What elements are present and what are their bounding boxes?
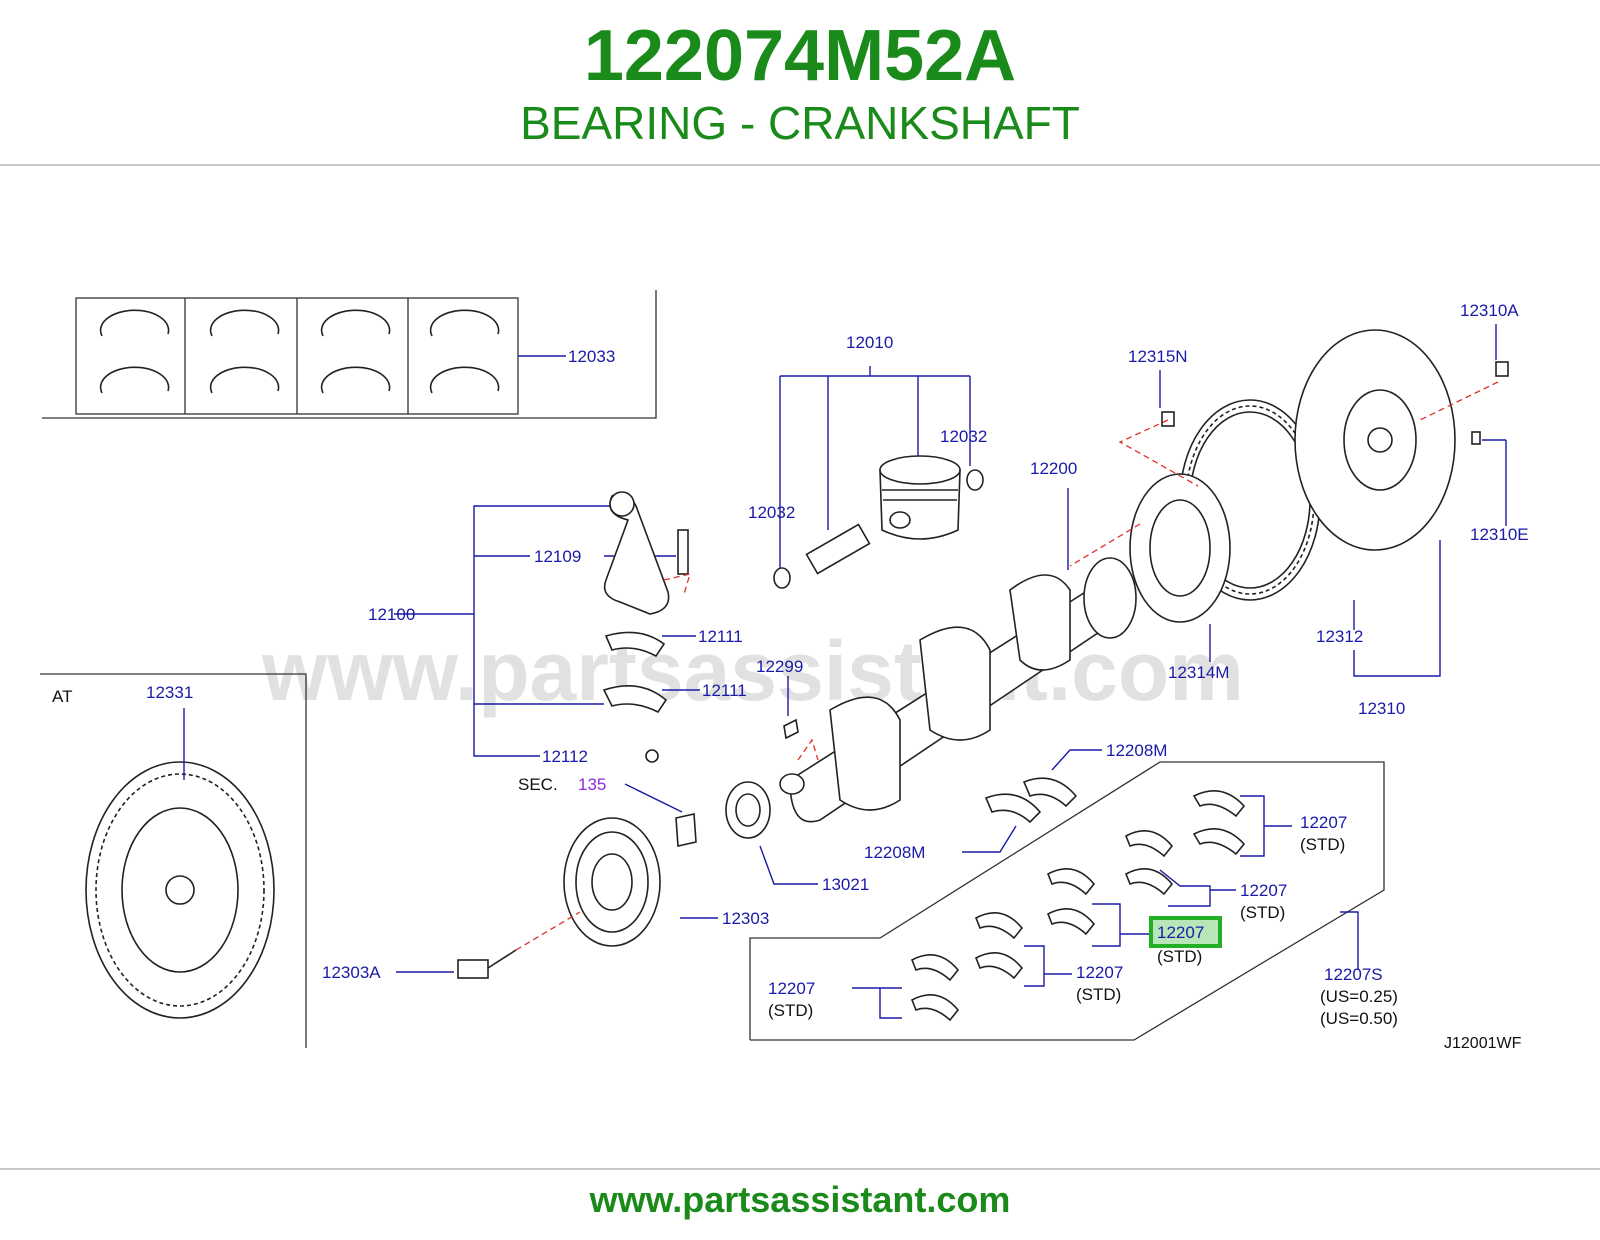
crankshaft — [779, 488, 1137, 823]
callout-12111-lower[interactable]: 12111 — [702, 681, 747, 700]
at-drive-plate — [40, 673, 307, 1048]
callout-12207-fourth[interactable]: 12207 — [1076, 963, 1123, 982]
part-name-subtitle: BEARING - CRANKSHAFT — [520, 97, 1080, 149]
callout-12310A[interactable]: 12310A — [1460, 301, 1519, 320]
pulley-and-sprocket — [396, 781, 818, 979]
connecting-rod-assembly — [394, 491, 700, 763]
callout-12100[interactable]: 12100 — [368, 605, 415, 624]
std-second: (STD) — [1240, 903, 1285, 922]
std-top: (STD) — [1300, 835, 1345, 854]
callout-12207-second[interactable]: 12207 — [1240, 881, 1287, 900]
callout-12032-right[interactable]: 12032 — [940, 427, 987, 446]
callout-12207S[interactable]: 12207S — [1324, 965, 1383, 984]
part-number-title: 122074M52A — [583, 16, 1017, 96]
flywheel-assembly — [1069, 324, 1509, 677]
callout-12111-upper[interactable]: 12111 — [698, 627, 743, 646]
callout-12314M[interactable]: 12314M — [1168, 663, 1229, 682]
callout-12010[interactable]: 12010 — [846, 333, 893, 352]
callout-12112[interactable]: 12112 — [542, 747, 588, 766]
highlighted-part-box — [1149, 916, 1222, 948]
callout-12200[interactable]: 12200 — [1030, 459, 1077, 478]
footer-divider — [0, 1168, 1600, 1170]
sec-135-link[interactable]: 135 — [578, 775, 606, 794]
callout-12303A[interactable]: 12303A — [322, 963, 381, 982]
piston-ring-set — [42, 290, 657, 419]
callout-12310E[interactable]: 12310E — [1470, 525, 1529, 544]
callout-12207-top[interactable]: 12207 — [1300, 813, 1347, 832]
callout-12207-highlighted[interactable]: 12207 — [1157, 923, 1204, 942]
callout-12299[interactable]: 12299 — [756, 657, 803, 676]
piston-assembly — [773, 366, 984, 589]
undersize-050: (US=0.50) — [1320, 1009, 1398, 1028]
callout-12032-left[interactable]: 12032 — [748, 503, 795, 522]
main-bearing-kit — [749, 761, 1385, 1041]
callout-12207-left[interactable]: 12207 — [768, 979, 815, 998]
std-fourth: (STD) — [1076, 985, 1121, 1004]
callout-12312[interactable]: 12312 — [1316, 627, 1363, 646]
callout-12208M-upper[interactable]: 12208M — [1106, 741, 1167, 760]
thrust-washers — [962, 749, 1102, 853]
std-highlighted: (STD) — [1157, 947, 1202, 966]
callout-12315N[interactable]: 12315N — [1128, 347, 1188, 366]
std-left: (STD) — [768, 1001, 813, 1020]
header-divider — [0, 164, 1600, 166]
at-label: AT — [52, 687, 72, 706]
callout-13021[interactable]: 13021 — [822, 875, 869, 894]
callout-12303[interactable]: 12303 — [722, 909, 769, 928]
figure-code: J12001WF — [1444, 1035, 1522, 1052]
undersize-025: (US=0.25) — [1320, 987, 1398, 1006]
sec-label: SEC. — [518, 775, 558, 794]
callout-12331[interactable]: 12331 — [146, 683, 193, 702]
callout-12310[interactable]: 12310 — [1358, 699, 1405, 718]
footer-url-link[interactable]: www.partsassistant.com — [589, 1179, 1011, 1220]
callout-12033[interactable]: 12033 — [568, 347, 615, 366]
callout-12208M-lower[interactable]: 12208M — [864, 843, 925, 862]
callout-12109[interactable]: 12109 — [534, 547, 581, 566]
watermark-text: www.partsassistant.com — [261, 624, 1244, 718]
